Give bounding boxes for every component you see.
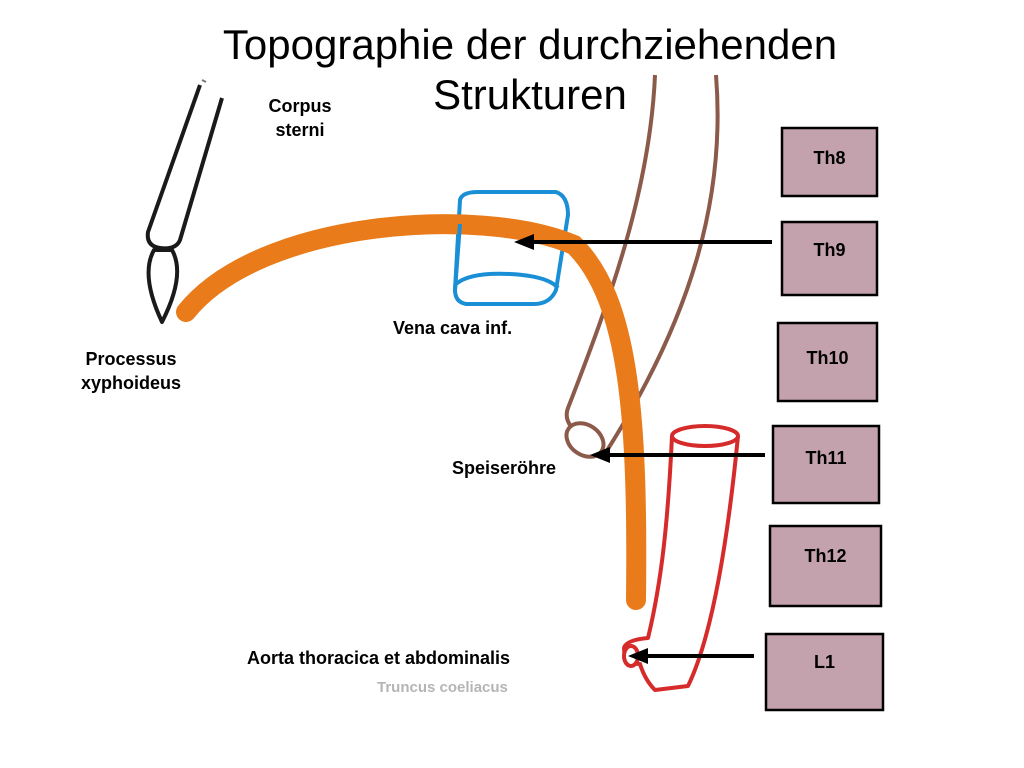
vertebra-label-th9: Th9 [813,240,846,260]
label-vena-cava: Vena cava inf. [393,318,513,338]
vertebra-label-th12: Th12 [804,546,847,566]
sternum-tip [201,79,207,83]
vertebra-l1 [764,632,885,712]
vertebra-label-th11: Th11 [805,448,847,468]
vena-cava-front-edge [453,223,462,291]
vertebra-label-l1: L1 [813,652,835,672]
vertebra-th12 [768,524,883,608]
title-line-2: Strukturen [433,71,627,118]
vertebra-th9 [780,220,879,297]
processus-xyphoideus-shape [146,248,180,324]
vena-cava-shape [452,190,571,306]
label-corpus-sterni-line-2: sterni [275,120,325,140]
label-speiseroehre: Speiseröhre [452,458,557,478]
label-aorta: Aorta thoracica et abdominalis [247,648,511,668]
slide-title: Topographie der durchziehenden Strukture… [150,20,910,120]
diaphragm-shape [176,214,647,610]
label-corpus-sterni-line-1: Corpus [268,96,332,116]
vertebra-th10 [776,321,879,403]
esophagus-shape [564,74,657,430]
arrow-th9-vena-cava [514,234,772,250]
arrow-th11-speiseroehre [590,447,765,463]
vertebra-th11 [771,424,881,505]
vertebra-label-th8: Th8 [813,148,846,168]
vena-cava-rim [454,271,560,290]
label-processus-line-2: xyphoideus [80,373,182,393]
label-processus-line-1: Processus [85,349,177,369]
arrow-l1-aorta [628,648,754,664]
vertebra-label-th10: Th10 [806,348,849,368]
label-processus-xyphoideus: Processus xyphoideus [52,347,210,395]
vertebra-th8 [780,126,879,198]
label-corpus-sterni: Corpus sterni [254,94,346,142]
aorta-top-opening [670,424,740,448]
label-truncus-coeliacus: Truncus coeliacus [377,679,508,696]
title-line-1: Topographie der durchziehenden [222,21,838,68]
